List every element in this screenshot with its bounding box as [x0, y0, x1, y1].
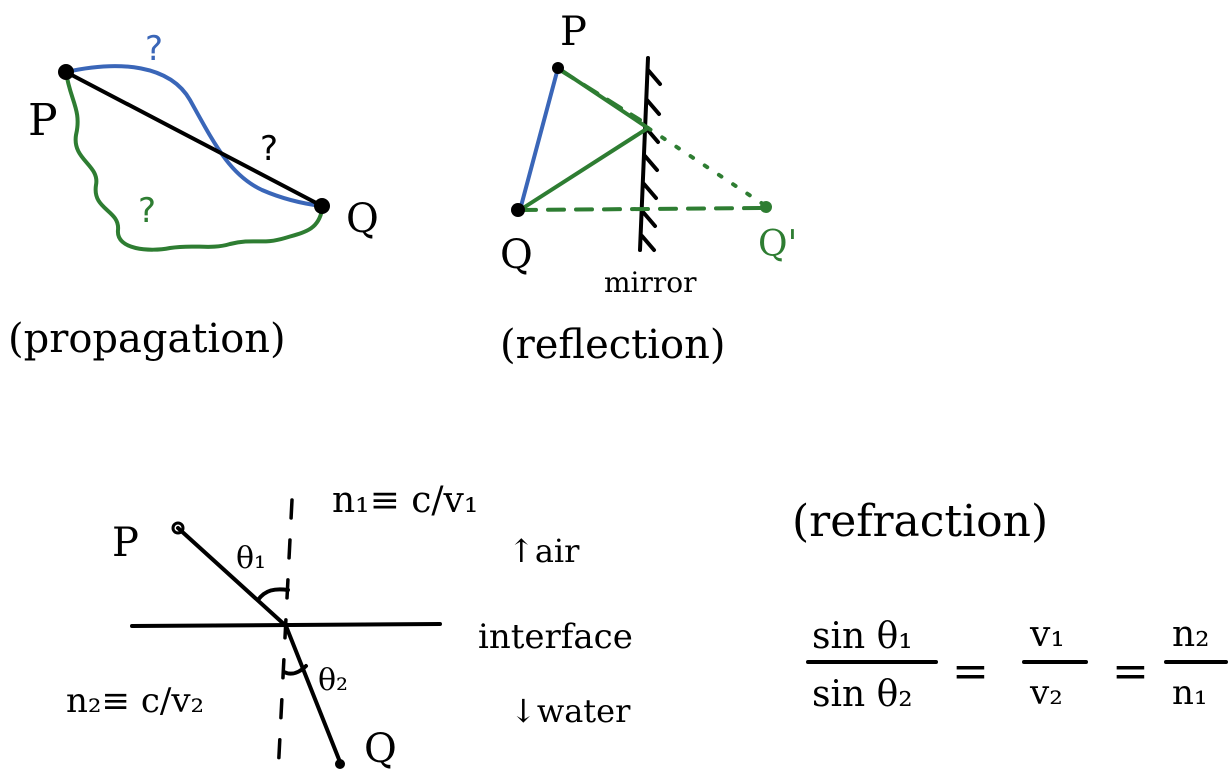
refraction-label-p: P	[112, 520, 139, 566]
propagation-label-p: P	[28, 95, 58, 146]
propagation-point-q	[314, 198, 330, 214]
eq-mid-denominator: v₂	[1029, 673, 1063, 713]
propagation-question-green: ?	[138, 191, 156, 231]
interface-label: interface	[478, 617, 633, 657]
reflection-point-q	[511, 203, 525, 217]
snell-equation: sin θ₁ sin θ₂ = v₁ v₂ = n₂ n₁	[806, 614, 1228, 715]
theta1-label: θ₁	[236, 541, 266, 576]
propagation-point-p	[58, 64, 74, 80]
reflection-extension-line	[646, 126, 768, 208]
eq-lhs-numerator: sin θ₁	[812, 616, 913, 657]
reflection-panel: P Q Q' mirror (reflection)	[500, 9, 797, 368]
refraction-panel: P Q θ₁ θ₂ n₁≡ c/v₁ n₂≡ c/v₂ ↑air interfa…	[66, 480, 1228, 777]
eq-sign-2: =	[1112, 646, 1149, 697]
refraction-point-q	[335, 759, 345, 769]
normal-line	[276, 498, 294, 777]
eq-mid-numerator: v₁	[1029, 614, 1065, 655]
propagation-straight-path	[64, 70, 324, 208]
reflection-direct-path	[518, 66, 560, 212]
refracted-ray	[284, 624, 342, 764]
theta2-label: θ₂	[318, 663, 348, 698]
mirror-label: mirror	[604, 266, 697, 299]
reflection-label-q-image: Q'	[758, 224, 797, 265]
reflection-label-p: P	[560, 9, 587, 55]
mirror-line	[638, 56, 650, 252]
reflection-image-line	[518, 206, 768, 212]
reflection-p-dash	[558, 68, 642, 122]
air-label: ↑air	[508, 532, 580, 570]
propagation-caption: (propagation)	[8, 316, 286, 362]
eq-rhs-denominator: n₁	[1172, 673, 1208, 713]
propagation-question-black: ?	[260, 129, 278, 169]
reflection-path-out	[518, 126, 650, 212]
theta1-arc	[256, 587, 290, 602]
eq-rhs-numerator: n₂	[1172, 614, 1210, 655]
reflection-label-q: Q	[500, 232, 533, 278]
propagation-panel: P Q ? ? ? (propagation)	[8, 29, 379, 362]
reflection-point-p	[552, 62, 564, 74]
theta2-arc	[282, 664, 308, 676]
propagation-blue-path	[64, 64, 324, 208]
propagation-question-blue: ?	[145, 29, 163, 69]
reflection-caption: (reflection)	[500, 322, 725, 368]
eq-sign-1: =	[952, 646, 989, 697]
n2-definition: n₂≡ c/v₂	[66, 681, 204, 721]
refraction-point-p	[171, 521, 185, 535]
n1-definition: n₁≡ c/v₁	[332, 480, 478, 521]
water-label: ↓water	[510, 692, 631, 730]
incident-ray	[176, 526, 288, 628]
eq-lhs-denominator: sin θ₂	[812, 674, 913, 715]
propagation-green-path	[64, 70, 324, 252]
propagation-label-q: Q	[346, 196, 379, 242]
refraction-label-q: Q	[364, 726, 397, 772]
refraction-caption: (refraction)	[792, 496, 1048, 547]
reflection-point-q-image	[760, 201, 772, 213]
